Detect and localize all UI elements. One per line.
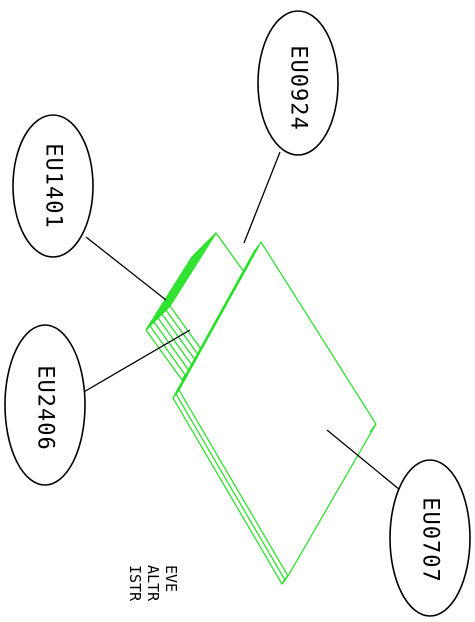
callout-label-eu1401: EU1401 [41, 143, 66, 228]
part-eu1401-sheet-stack [145, 231, 253, 382]
leader-line-eu0707 [326, 429, 401, 491]
part-eu0707-base-plate [172, 240, 377, 586]
leader-line-eu0924 [243, 151, 281, 244]
callout-label-eu2406: EU2406 [33, 365, 58, 450]
callout-eu0924[interactable]: EU0924 [257, 10, 339, 156]
leader-line-eu1401 [85, 236, 167, 301]
note-line-3: ISTR [126, 565, 144, 602]
leader-line-eu2406 [81, 329, 191, 394]
callout-eu2406[interactable]: EU2406 [4, 324, 86, 486]
callout-label-eu0924: EU0924 [286, 45, 311, 130]
callout-ellipse [4, 324, 86, 486]
callout-eu0707[interactable]: EU0707 [389, 459, 471, 617]
callout-ellipse [257, 10, 339, 156]
callout-label-eu0707: EU0707 [418, 497, 443, 582]
callout-ellipse [389, 459, 471, 617]
note-line-1: EVE [162, 565, 180, 592]
note-line-2: ALTR [144, 565, 162, 602]
notes-block: EVE ALTR ISTR [126, 565, 180, 602]
callout-eu1401[interactable]: EU1401 [12, 114, 94, 258]
callout-ellipse [12, 114, 94, 258]
